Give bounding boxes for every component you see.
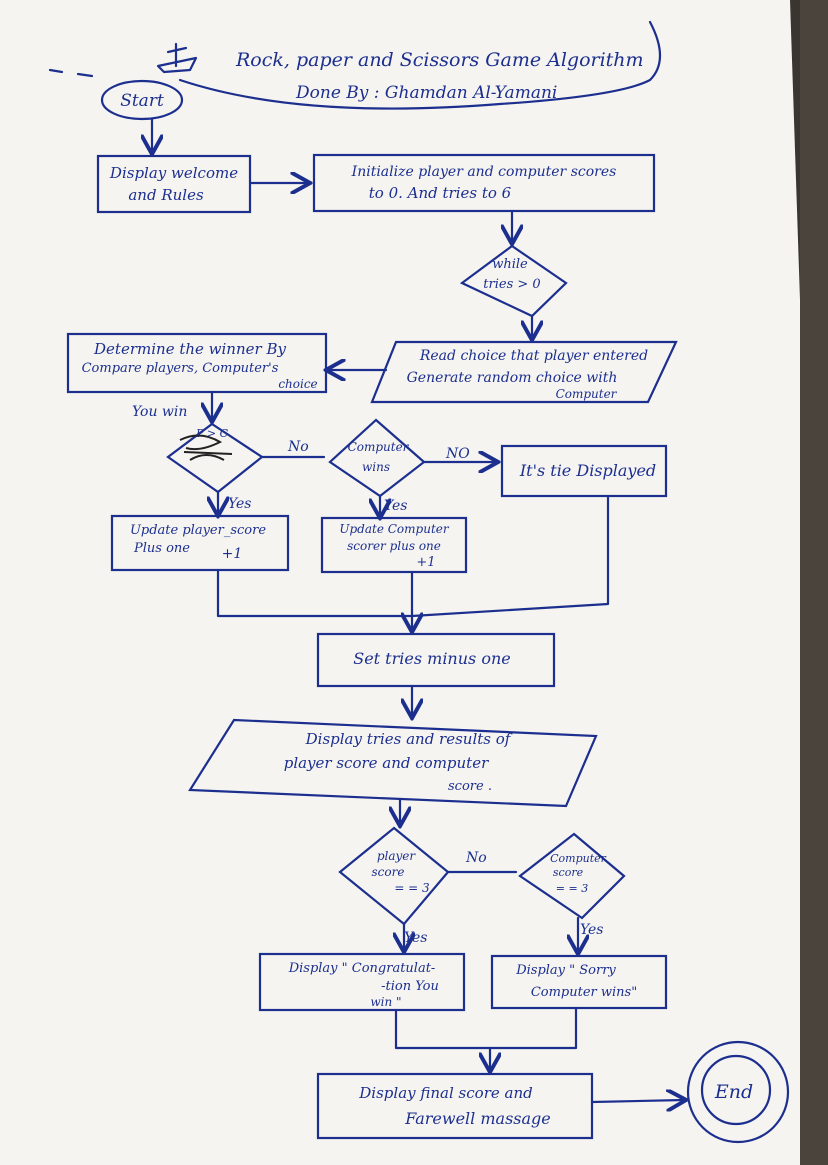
yes-label-3: Yes (404, 930, 428, 946)
pgtc-text: P > C (195, 427, 229, 440)
congrats-box (258, 952, 466, 1012)
congrats-text-2: -tion You (381, 979, 439, 994)
results-text-1: Display tries and results of (305, 730, 513, 748)
paper-edge-shadow (800, 0, 828, 1165)
compwins-text-1: Computer (348, 440, 410, 454)
player3-text-1: player (377, 849, 417, 863)
start-label: Start (120, 91, 164, 111)
updcomp-text-3: +1 (416, 555, 435, 570)
player3-text-2: score (372, 865, 405, 879)
sorry-box (490, 954, 668, 1010)
congrats-text-1: Display " Congratulat- (288, 961, 436, 976)
yes-label-2: Yes (384, 498, 408, 514)
updplayer-text-1: Update player_score (130, 523, 266, 538)
paper-sheet (0, 0, 810, 1165)
comp3-text-2: score (553, 866, 584, 879)
updplayer-text-2: Plus one (133, 541, 190, 556)
display-results-box (188, 718, 598, 808)
tie-box (500, 444, 668, 498)
determine-text-3: choice (278, 377, 317, 391)
boat-sketch-icon (156, 42, 198, 74)
compwins-text-2: wins (362, 460, 390, 474)
tie-text: It's tie Displayed (519, 461, 656, 480)
updplayer-text-3: +1 (222, 546, 243, 562)
welcome-text-2: and Rules (128, 186, 204, 204)
you-win-label: You win (132, 404, 187, 420)
determine-text-2: Compare players, Computer's (82, 361, 279, 376)
line-congrats-merge (394, 1006, 578, 1050)
diagram-title: Rock, paper and Scissors Game Algorithm (235, 49, 644, 71)
dash-marks (48, 68, 94, 78)
player3-text-3: = = 3 (394, 881, 430, 895)
read-input-box (370, 340, 678, 404)
read-text-3: Computer (556, 387, 618, 401)
updcomp-text-1: Update Computer (339, 522, 449, 536)
sorry-text-2: Computer wins" (531, 985, 637, 1000)
while-text-2: tries > 0 (483, 277, 540, 292)
settries-text: Set tries minus one (353, 649, 511, 668)
final-text-1: Display final score and (358, 1084, 532, 1102)
updcomp-text-2: scorer plus one (347, 539, 441, 553)
sorry-text-1: Display " Sorry (515, 963, 616, 978)
comp3-text-1: Computer (550, 852, 607, 865)
arrow-final-end (590, 1100, 684, 1102)
no-label-3: No (465, 850, 487, 866)
read-text-1: Read choice that player entered (419, 348, 648, 364)
yes-label-4: Yes (580, 922, 604, 938)
welcome-text-1: Display welcome (109, 164, 238, 182)
results-text-2: player score and computer (284, 754, 489, 772)
update-computer-box (320, 516, 468, 574)
final-text-2: Farewell massage (404, 1109, 551, 1128)
determine-text-1: Determine the winner By (93, 340, 286, 358)
no-label-2: NO (445, 446, 470, 462)
comp3-text-3: = = 3 (556, 882, 588, 895)
init-text-1: Initialize player and computer scores (351, 164, 617, 180)
set-tries-box (316, 632, 556, 688)
determine-box (66, 332, 328, 394)
no-label-1: No (287, 439, 309, 455)
start-terminal (100, 79, 184, 121)
while-text-1: while (492, 257, 528, 272)
yes-label-1: Yes (228, 496, 252, 512)
results-text-3: score . (448, 779, 492, 794)
line-tie-merge (410, 494, 610, 618)
line-updplayer-merge (216, 568, 414, 618)
end-label: End (714, 1081, 753, 1103)
computer-score-decision (518, 832, 626, 920)
update-player-box (110, 514, 290, 572)
congrats-text-3: win " (370, 995, 401, 1009)
init-box (312, 153, 656, 213)
end-terminal-inner (700, 1054, 772, 1126)
diagram-author: Done By : Ghamdan Al-Yamani (295, 83, 557, 103)
title-bracket (178, 20, 661, 110)
scribble-marks (179, 434, 233, 461)
final-box (316, 1072, 594, 1140)
end-terminal-outer (686, 1040, 790, 1144)
init-text-2: to 0. And tries to 6 (369, 184, 512, 202)
read-text-2: Generate random choice with (407, 370, 618, 386)
